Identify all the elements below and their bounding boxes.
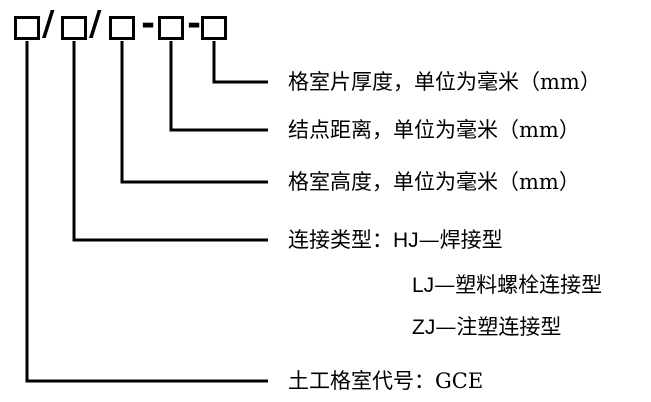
connection-option-lj: LJ—塑料螺栓连接型 [412, 271, 602, 300]
code-separator: - [187, 4, 202, 44]
connector-line-thickness [212, 41, 268, 84]
legend-node-distance: 结点距离，单位为毫米（mm） [288, 118, 580, 142]
code-box-node-distance [158, 16, 184, 40]
legend-thickness: 格室片厚度，单位为毫米（mm） [288, 70, 601, 94]
code-box-geocell [14, 16, 40, 40]
code-separator: / [42, 4, 55, 44]
connection-option-dash: — [434, 273, 456, 297]
code-box-thickness [201, 16, 227, 40]
code-box-height [109, 16, 135, 40]
connection-option-name: 塑料螺栓连接型 [455, 273, 603, 297]
connection-option-name: 注塑连接型 [456, 315, 562, 339]
code-separator: - [141, 4, 156, 44]
code-separator: / [89, 4, 102, 44]
connection-option-zj: ZJ—注塑连接型 [412, 313, 561, 342]
legend-height: 格室高度，单位为毫米（mm） [288, 170, 580, 194]
legend-connection-type: 连接类型：HJ—焊接型 [288, 226, 503, 255]
connection-option-dash: — [418, 228, 440, 252]
connector-line-geocell-code [25, 41, 268, 383]
connector-line-height [120, 41, 268, 184]
connection-option-code: LJ [412, 274, 435, 297]
legend-geocell-code: 土工格室代号：GCE [288, 369, 484, 393]
connector-line-node-distance [169, 41, 268, 132]
connector-line-connection-type [72, 41, 268, 242]
connection-type-label: 连接类型： [288, 228, 393, 252]
connection-option-dash: — [435, 315, 457, 339]
connection-option-name: 焊接型 [439, 228, 503, 252]
connection-option-code: ZJ [412, 316, 436, 339]
code-box-connection-type [61, 16, 87, 40]
connection-option-code: HJ [393, 229, 419, 252]
